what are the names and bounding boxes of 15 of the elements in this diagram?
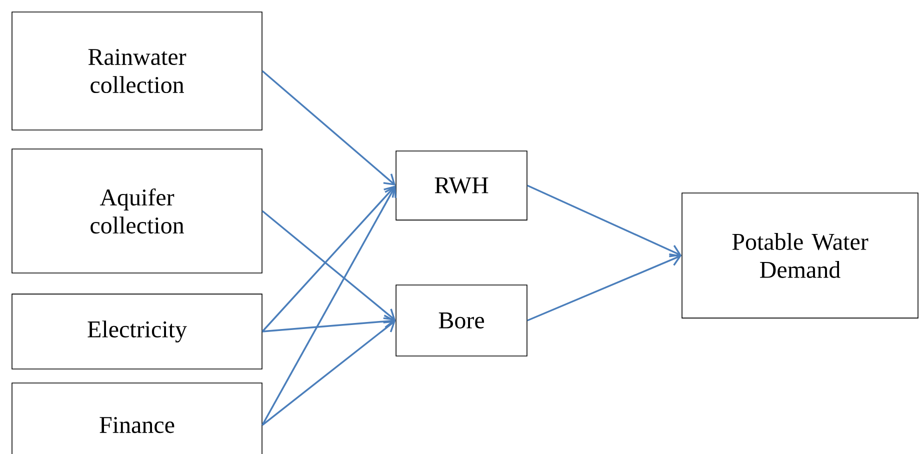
- arrow: [262, 210, 396, 320]
- arrow: [262, 186, 396, 426]
- box: RWH: [396, 150, 528, 220]
- arrow: [527, 184, 682, 258]
- arrow: [262, 186, 396, 332]
- arrow: [527, 253, 682, 322]
- box: Aquifer collection: [12, 148, 262, 274]
- box: Electricity: [12, 294, 262, 370]
- box: Finance: [12, 382, 262, 454]
- box: Rainwater collection: [12, 12, 262, 130]
- arrow: [262, 320, 396, 426]
- arrow: [262, 70, 396, 186]
- box: Bore: [396, 284, 528, 356]
- arrow: [262, 314, 396, 332]
- box: Potable Water Demand: [682, 192, 918, 318]
